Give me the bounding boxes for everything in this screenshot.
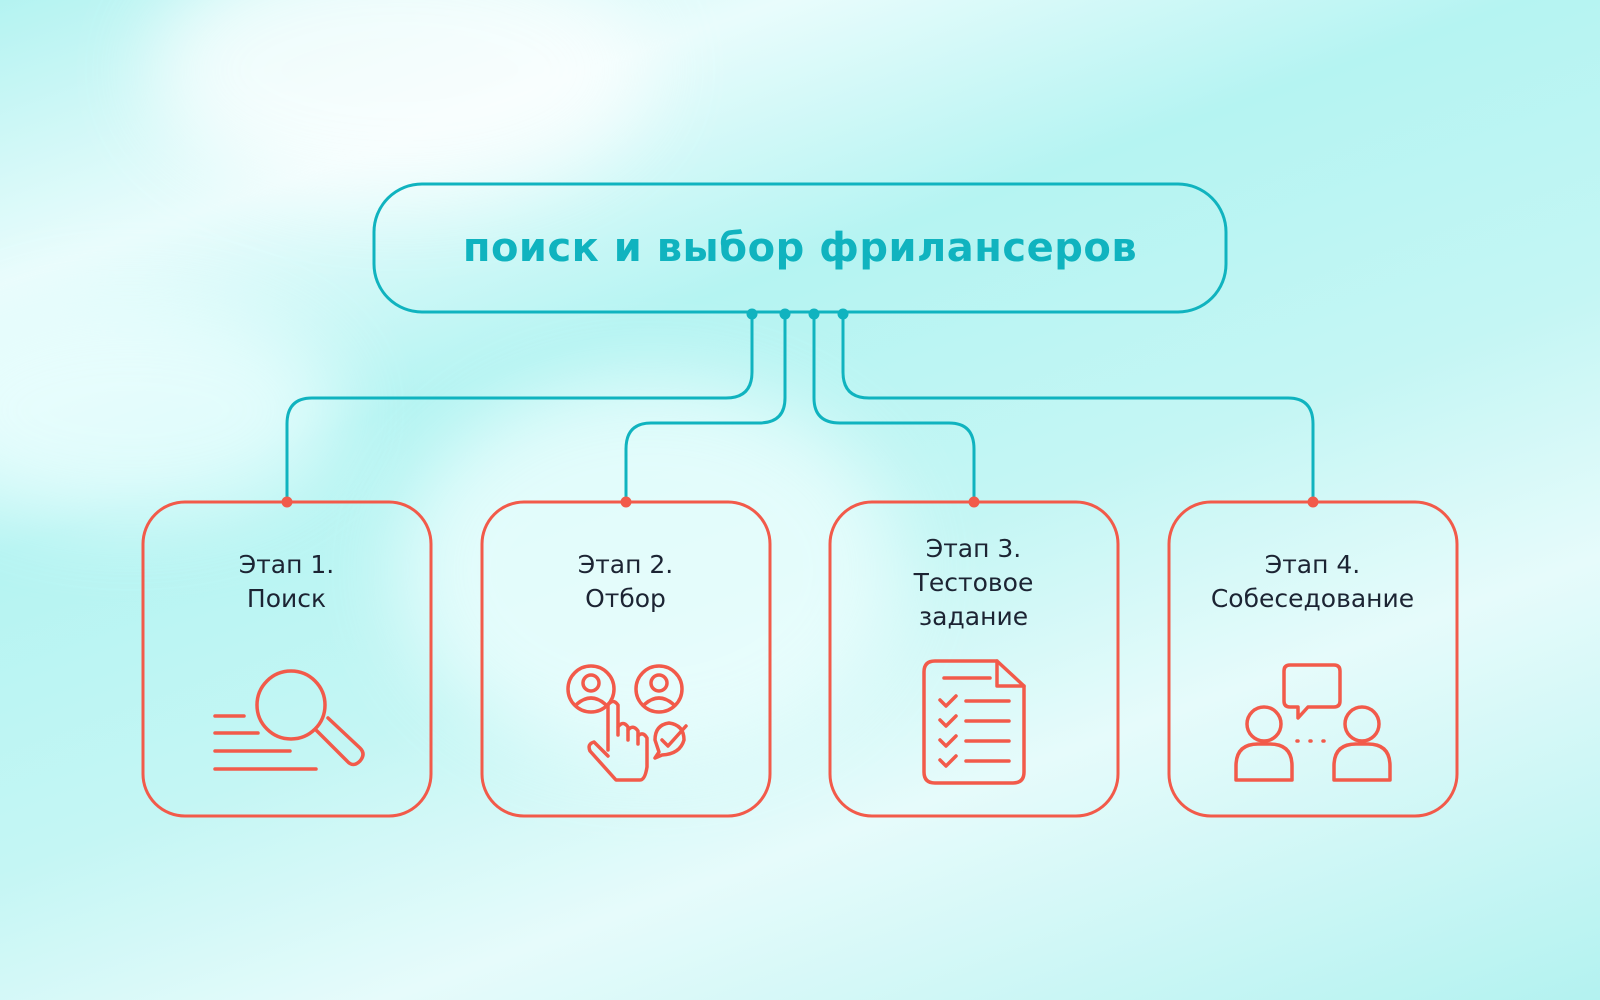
magnifier-icon xyxy=(213,669,365,771)
stage-2-name: Отбор xyxy=(585,584,666,613)
connector-dot xyxy=(746,308,758,320)
background-glow xyxy=(0,300,340,520)
stage-2-number: Этап 2. xyxy=(577,550,674,579)
checklist-document-icon xyxy=(922,659,1026,785)
stage-4-number: Этап 4. xyxy=(1264,550,1361,579)
stage-3-name: Тестовое xyxy=(913,568,1034,597)
connector-stage-2 xyxy=(624,314,787,502)
interview-chat-icon xyxy=(1234,663,1392,782)
connector-stage-1 xyxy=(285,314,754,502)
stage-2-label: Этап 2. Отбор xyxy=(484,548,767,616)
background-glow xyxy=(150,0,650,200)
stage-1-name: Поиск xyxy=(246,584,327,613)
card-dot xyxy=(620,496,632,508)
stage-4-label: Этап 4. Собеседование xyxy=(1171,548,1454,616)
stage-3-number: Этап 3. xyxy=(925,534,1022,563)
page-title: поиск и выбор фрилансеров xyxy=(462,225,1138,271)
stage-1-number: Этап 1. xyxy=(238,550,335,579)
stage-3-label: Этап 3. Тестовое задание xyxy=(832,532,1115,634)
connector-dot xyxy=(779,308,791,320)
select-candidates-icon xyxy=(566,664,688,782)
connector-dot xyxy=(837,308,849,320)
connector-dot xyxy=(808,308,820,320)
card-dot xyxy=(968,496,980,508)
connector-stage-3 xyxy=(812,314,976,502)
card-dot xyxy=(1307,496,1319,508)
stage-4-name: Собеседование xyxy=(1210,584,1415,613)
connector-stage-4 xyxy=(841,314,1315,502)
title-box xyxy=(372,182,1228,314)
stage-1-label: Этап 1. Поиск xyxy=(145,548,428,616)
card-dot xyxy=(281,496,293,508)
stage-3-name-cont: задание xyxy=(918,602,1029,631)
